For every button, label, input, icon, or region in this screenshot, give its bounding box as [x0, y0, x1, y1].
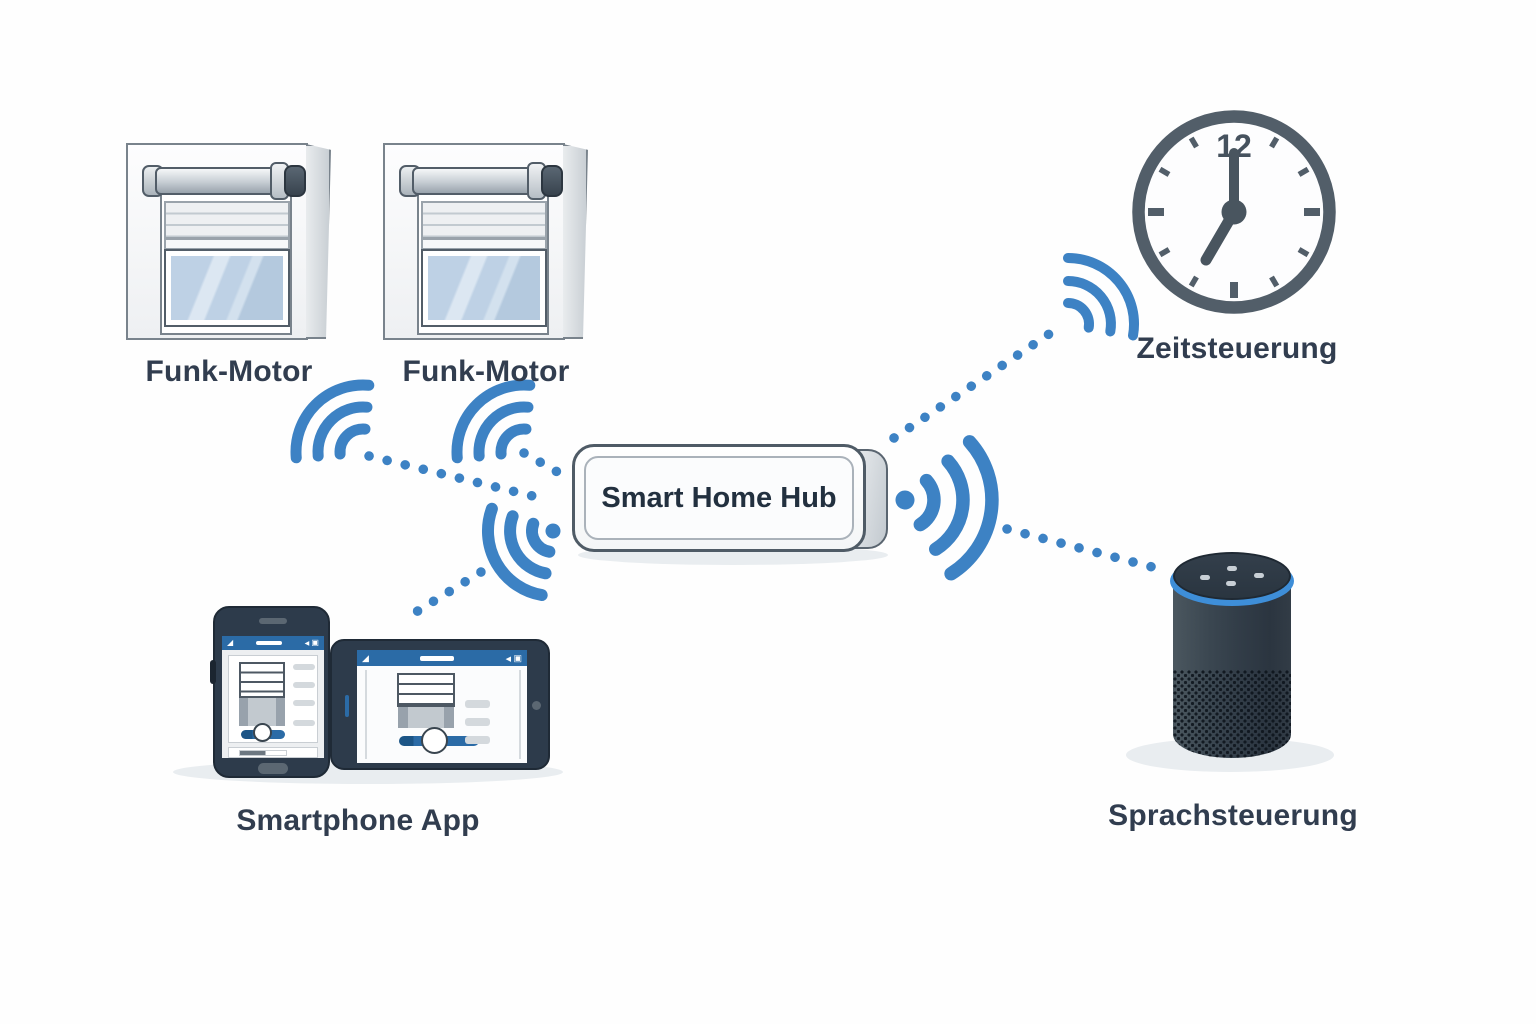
smart-home-hub: Smart Home Hub: [572, 444, 866, 552]
list-line: [293, 664, 315, 670]
link-motor1-hub: [364, 451, 554, 505]
app-bottom-bar: [228, 747, 318, 758]
wifi-icon-timer: [1062, 252, 1140, 341]
slider-knob[interactable]: [253, 723, 272, 742]
list-line: [293, 720, 315, 726]
radio-motor-roller: [399, 162, 565, 200]
phone-screen: ◢ ◀ ▣: [222, 636, 324, 758]
speaker-mic-dot: [1200, 575, 1210, 580]
roller-barrel: [155, 167, 277, 195]
signal-icon: ◢: [362, 652, 369, 663]
link-hub-voice: [1002, 524, 1161, 573]
tablet: ◢ ◀ ▣: [330, 639, 550, 770]
hub-label: Smart Home Hub: [601, 481, 837, 514]
clock-center-dot: [1221, 199, 1247, 225]
list-line: [465, 700, 490, 708]
shutter-preview: [239, 662, 285, 698]
back-icon: ◀: [304, 641, 310, 647]
list-line: [293, 682, 315, 688]
motor2-label: Funk-Motor: [402, 355, 570, 388]
list-line: [465, 736, 490, 744]
wifi-icon-hub-right: [895, 435, 999, 581]
clock-tick: [1269, 275, 1280, 288]
app-title-pill: [255, 641, 282, 645]
shutter-open-preview: [239, 698, 285, 726]
app-card: [228, 655, 318, 743]
app-header-bar: ◢ ◀ ▣: [222, 636, 324, 650]
link-motor2-hub: [519, 448, 566, 479]
progress-pill: [239, 750, 287, 756]
app-header-bar: ◢ ◀ ▣: [357, 650, 527, 666]
link-hub-timer: [889, 321, 1066, 443]
clock-icon: 12: [1132, 110, 1336, 314]
app-content: [357, 666, 527, 763]
tablet-screen: ◢ ◀ ▣: [357, 650, 527, 763]
motor1-label: Funk-Motor: [145, 355, 313, 388]
clock-tick: [1297, 247, 1310, 258]
roller-shutter-window-2: [383, 143, 589, 340]
list-line: [293, 700, 315, 706]
clock-tick: [1188, 136, 1199, 149]
speaker-top: [1173, 552, 1291, 600]
roller-barrel: [412, 167, 534, 195]
window-glass: [164, 249, 290, 327]
roller-shutter-window-1: [126, 143, 332, 340]
slider-knob[interactable]: [421, 727, 448, 754]
signal-icon: ◢: [227, 638, 234, 647]
phone-side-button: [210, 660, 216, 684]
clock-tick: [1158, 166, 1171, 177]
clock-tick: [1269, 136, 1280, 149]
shutter-slats: [164, 201, 290, 239]
shutter-open-preview: [398, 707, 454, 728]
smart-speaker: [1170, 552, 1294, 764]
app-title-pill: [420, 655, 455, 661]
window-icon: ▣: [513, 652, 522, 663]
radio-motor-roller: [142, 162, 308, 200]
clock-tick: [1297, 166, 1310, 177]
tablet-camera: [532, 701, 541, 710]
app-label: Smartphone App: [236, 804, 480, 837]
clock-tick: [1158, 247, 1171, 258]
wifi-icon-hub-app: [482, 502, 561, 602]
shutter-preview: [397, 673, 455, 707]
window-glass: [421, 249, 547, 327]
glass-pane: [428, 256, 540, 320]
roller-motor-cap: [541, 165, 563, 197]
phone-speaker-slot: [259, 618, 287, 624]
home-button[interactable]: [258, 763, 288, 774]
link-hub-app: [403, 567, 486, 622]
tablet-edge-accent: [345, 695, 349, 717]
speaker-grille: [1173, 670, 1291, 758]
window-frame-depth-face: [306, 144, 331, 339]
list-line: [465, 718, 490, 726]
clock-tick: [1188, 275, 1199, 288]
page-rule: [365, 670, 367, 759]
timer-label: Zeitsteuerung: [1136, 332, 1338, 365]
window-icon: ▣: [311, 638, 319, 647]
window-frame-depth-face: [563, 144, 588, 339]
speaker-mic-dot: [1227, 566, 1237, 571]
page-rule: [519, 670, 521, 759]
glass-pane: [171, 256, 283, 320]
roller-motor-cap: [284, 165, 306, 197]
shutter-slats: [421, 201, 547, 239]
speaker-mic-dot: [1226, 581, 1236, 586]
clock-ticks: [1148, 136, 1320, 298]
smartphone: ◢ ◀ ▣: [210, 606, 330, 778]
back-icon: ◀: [505, 655, 511, 663]
speaker-mic-dot: [1254, 573, 1264, 578]
app-content: [222, 650, 324, 758]
hub-inner-panel: [584, 456, 854, 540]
voice-label: Sprachsteuerung: [1108, 799, 1358, 832]
